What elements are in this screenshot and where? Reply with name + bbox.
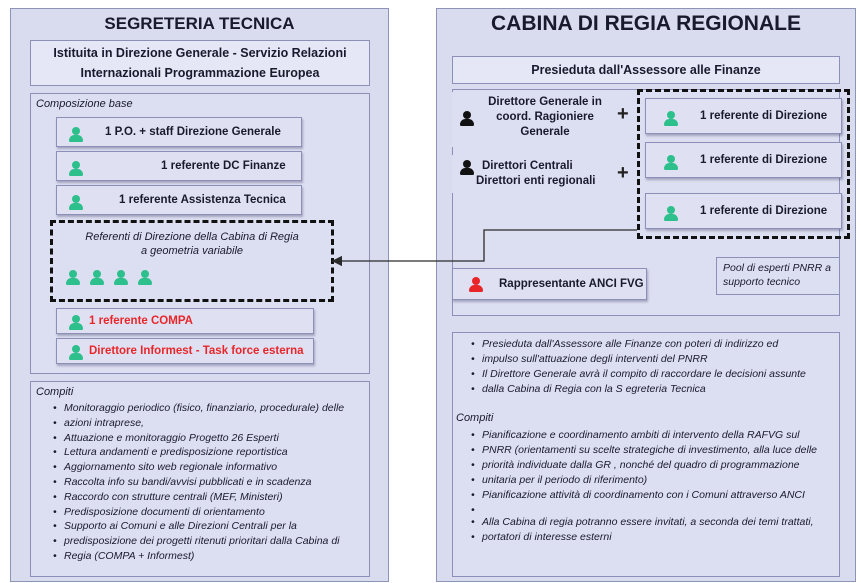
direttori-centrali-row: Direttori Centrali Direttori enti region… (452, 155, 612, 193)
task-item (471, 503, 817, 518)
info-item: impulso sull'attuazione degli interventi… (471, 352, 806, 367)
task-item: Raccordo con strutture centrali (MEF, Mi… (53, 490, 344, 505)
task-item: Predisposizione documenti di orientament… (53, 505, 344, 520)
anci-row: Rappresentante ANCI FVG (452, 268, 647, 300)
segreteria-header: SEGRETERIA TECNICA (104, 14, 295, 33)
composition-label: Composizione base (36, 98, 133, 110)
person-icon (69, 161, 83, 176)
cabina-subtitle: Presieduta dall'Assessore alle Finanze (531, 63, 761, 77)
cabina-subtitle-box: Presieduta dall'Assessore alle Finanze (452, 56, 840, 84)
person-icon (69, 195, 83, 210)
person-icon (664, 206, 678, 221)
referent-row-2: 1 referente di Direzione (645, 142, 842, 178)
cabina-tasks-label: Compiti (456, 412, 494, 424)
segreteria-tasks-label: Compiti (36, 386, 74, 398)
variable-referents-line2: a geometria variabile (140, 245, 244, 257)
informest-row: Direttore Informest - Task force esterna (56, 338, 314, 364)
task-item: Monitoraggio periodico (fisico, finanzia… (53, 401, 344, 416)
person-icon (114, 270, 128, 285)
person-icon (69, 127, 83, 142)
plus-sign: + (617, 162, 629, 184)
task-item: Regia (COMPA + Informest) (53, 549, 344, 564)
task-item: predisposizione dei progetti ritenuti pr… (53, 534, 344, 549)
person-icon (90, 270, 104, 285)
task-item: azioni intraprese, (53, 416, 344, 431)
task-item: priorità individuate dalla GR , nonché d… (471, 458, 817, 473)
task-item: Supporto ai Comuni e alle Direzioni Cent… (53, 519, 344, 534)
compa-label: 1 referente COMPA (89, 315, 193, 327)
direttore-generale-label: Direttore Generale in coord. Ragioniere … (480, 95, 610, 140)
segreteria-tasks-list: Monitoraggio periodico (fisico, finanzia… (50, 401, 344, 564)
dg-line1: Direttore Generale in (488, 96, 602, 108)
task-item: portatori di interesse esterni (471, 530, 817, 545)
segreteria-subtitle-line1: Istituita in Direzione Generale - Serviz… (53, 46, 347, 60)
member-row-1: 1 P.O. + staff Direzione Generale (56, 117, 302, 147)
member-row-2: 1 referente DC Finanze (56, 151, 302, 181)
dc-line1: Direttori Centrali (482, 160, 573, 172)
segreteria-subtitle-line2: Internazionali Programmazione Europea (80, 66, 320, 80)
person-icon (460, 111, 474, 126)
pool-line1: Pool di esperti PNRR a (723, 262, 831, 274)
person-icon (66, 270, 80, 285)
cabina-header: CABINA DI REGIA REGIONALE (491, 12, 801, 35)
task-item: unitaria per il periodo di riferimento) (471, 473, 817, 488)
pool-line2: supporto tecnico (723, 276, 801, 288)
member-label: 1 referente Assistenza Tecnica (119, 194, 286, 206)
segreteria-subtitle-box: Istituita in Direzione Generale - Serviz… (30, 40, 370, 86)
referent-label: 1 referente di Direzione (700, 205, 828, 217)
referents-group (637, 89, 850, 239)
referent-label: 1 referente di Direzione (700, 154, 828, 166)
info-item: Presieduta dall'Assessore alle Finanze c… (471, 337, 806, 352)
person-icon (69, 345, 83, 360)
direttore-generale-row: Direttore Generale in coord. Ragioniere … (452, 92, 612, 147)
referent-label: 1 referente di Direzione (700, 110, 828, 122)
referent-row-1: 1 referente di Direzione (645, 98, 842, 134)
person-icon (469, 277, 483, 292)
task-item: Pianificazione attività di coordinamento… (471, 488, 817, 503)
member-label: 1 referente DC Finanze (161, 160, 286, 172)
person-icon (664, 155, 678, 170)
pool-esperti-box: Pool di esperti PNRR a supporto tecnico (716, 257, 840, 295)
person-icon (664, 111, 678, 126)
task-item: Aggiornamento sito web regionale informa… (53, 460, 344, 475)
anci-label: Rappresentante ANCI FVG (499, 278, 644, 290)
info-item: Il Direttore Generale avrà il compito di… (471, 367, 806, 382)
task-item: Attuazione e monitoraggio Progetto 26 Es… (53, 431, 344, 446)
informest-label: Direttore Informest - Task force esterna (89, 345, 304, 357)
referent-row-3: 1 referente di Direzione (645, 193, 842, 229)
task-item: Pianificazione e coordinamento ambiti di… (471, 428, 817, 443)
dg-line3: Generale (520, 126, 570, 138)
direttori-centrali-label: Direttori Centrali Direttori enti region… (476, 159, 596, 189)
plus-sign: + (617, 103, 629, 125)
info-item: dalla Cabina di Regia con la S egreteria… (471, 382, 806, 397)
dg-line2: coord. Ragioniere (496, 111, 594, 123)
person-icon (69, 315, 83, 330)
compa-row: 1 referente COMPA (56, 308, 314, 334)
cabina-info-list: Presieduta dall'Assessore alle Finanze c… (468, 337, 806, 397)
task-item: Lettura andamenti e predisposizione repo… (53, 445, 344, 460)
person-icon (460, 160, 474, 175)
member-label: 1 P.O. + staff Direzione Generale (105, 126, 281, 138)
task-item: Raccolta info su bandi/avvisi pubblicati… (53, 475, 344, 490)
cabina-tasks-list: Pianificazione e coordinamento ambiti di… (468, 428, 817, 545)
person-icon (138, 270, 152, 285)
member-row-3: 1 referente Assistenza Tecnica (56, 185, 302, 215)
dc-line2: Direttori enti regionali (476, 175, 596, 187)
variable-referents-line1: Referenti di Direzione della Cabina di R… (85, 231, 299, 243)
task-item: Alla Cabina di regia potranno essere inv… (471, 515, 817, 530)
task-item: PNRR (orientamenti su scelte strategiche… (471, 443, 817, 458)
